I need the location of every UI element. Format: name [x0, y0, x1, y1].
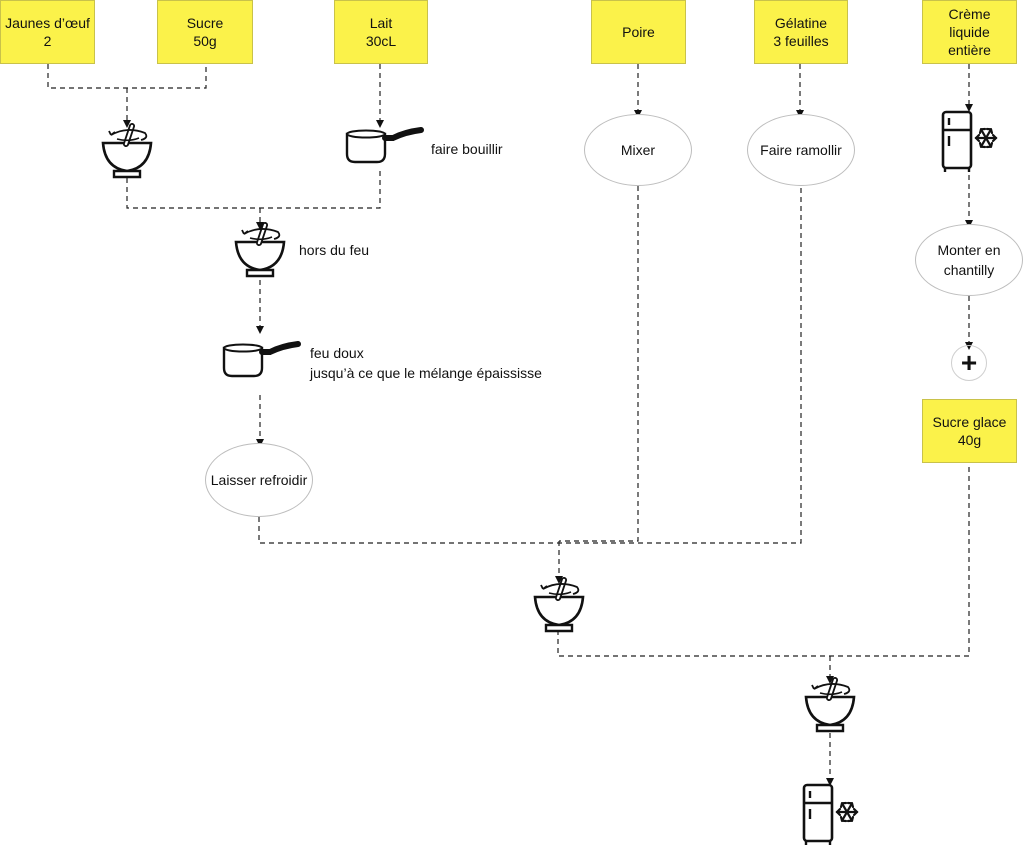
note-feu-doux: feu doux jusqu’à ce que le mélange épais… [310, 343, 542, 383]
ingredient-name: Sucre [186, 15, 224, 31]
ingredient-jaunes-oeuf: Jaunes d’œuf 2 [0, 0, 95, 64]
ingredient-name: entière [948, 42, 991, 58]
step-label: Mixer [620, 142, 656, 158]
mixing-bowl-icon [535, 580, 583, 631]
ingredient-name: Sucre glace [932, 414, 1007, 430]
ingredient-name: Poire [622, 24, 655, 40]
fridge-icon [802, 783, 834, 847]
step-faire-ramollir: Faire ramollir [747, 114, 855, 186]
step-laisser-refroidir: Laisser refroidir [205, 443, 313, 517]
mixing-bowl-icon [103, 126, 151, 177]
step-label: Faire ramollir [760, 142, 842, 158]
ingredient-sucre: Sucre 50g [157, 0, 253, 64]
ingredient-lait: Lait 30cL [334, 0, 428, 64]
ingredient-qty: 40g [957, 432, 982, 448]
note-line: feu doux [310, 345, 364, 361]
ingredient-qty: 2 [43, 33, 52, 49]
ingredient-poire: Poire [591, 0, 686, 64]
ingredient-name: Gélatine [774, 15, 828, 31]
step-label: Laisser refroidir [210, 472, 308, 488]
saucepan-icon [347, 130, 421, 162]
ingredient-qty: 50g [193, 33, 217, 49]
ingredient-qty: 30cL [365, 33, 397, 49]
ingredient-gelatine: Gélatine 3 feuilles [754, 0, 848, 64]
ingredient-qty: 3 feuilles [773, 33, 829, 49]
step-label: Monter en [937, 242, 1001, 258]
fridge-icon [941, 110, 973, 174]
step-mixer: Mixer [584, 114, 692, 186]
ingredient-creme: Crème liquide entière [922, 0, 1017, 64]
mixing-bowl-icon [806, 680, 854, 731]
ingredient-name: liquide [949, 24, 990, 40]
ingredient-name: Jaunes d’œuf [5, 15, 90, 31]
step-label: chantilly [943, 262, 995, 278]
note-hors-du-feu: hors du feu [299, 242, 370, 258]
snowflake-icon [835, 801, 859, 823]
step-monter-chantilly: Monter en chantilly [915, 224, 1023, 296]
note-line: jusqu’à ce que le mélange épaississe [310, 365, 542, 381]
note-faire-bouillir: faire bouillir [431, 141, 503, 157]
mixing-bowl-icon [236, 225, 284, 276]
saucepan-icon [224, 344, 298, 376]
snowflake-icon [974, 127, 998, 149]
plus-icon: + [951, 345, 987, 381]
ingredient-name: Lait [369, 15, 393, 31]
ingredient-sucre-glace: Sucre glace 40g [922, 399, 1017, 463]
ingredient-name: Crème [948, 6, 991, 22]
